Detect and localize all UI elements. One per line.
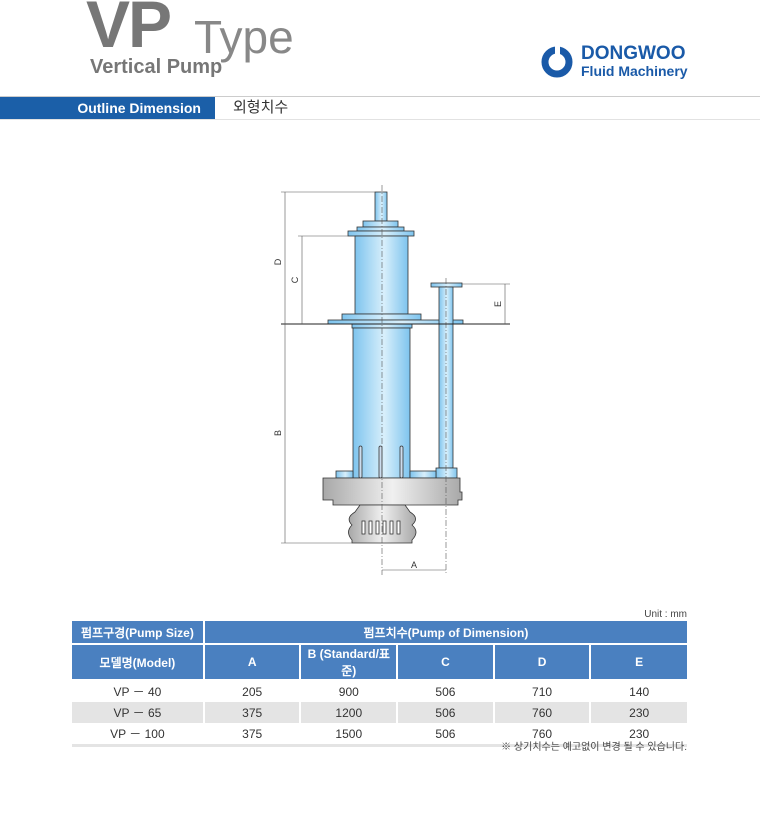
section-tab: Outline Dimension <box>0 97 215 119</box>
cell-d: 760 <box>492 723 591 747</box>
cell-e: 230 <box>589 702 687 723</box>
pump-outline-drawing: D C E B A <box>273 185 510 575</box>
title-type: Type <box>194 11 294 63</box>
discharge-flange <box>430 282 463 288</box>
section-korean-label: 외형치수 <box>233 99 289 116</box>
cell-b: 1200 <box>299 702 398 723</box>
table-row: VP － 65 375 1200 506 760 230 <box>72 702 687 723</box>
cell-e: 140 <box>589 680 687 702</box>
header-e: E <box>589 644 687 681</box>
header-a: A <box>202 644 301 681</box>
header-c: C <box>396 644 494 681</box>
cell-b: 1500 <box>299 723 398 747</box>
pump-casing <box>322 477 463 506</box>
cell-a: 205 <box>202 680 301 702</box>
title-vp: VP <box>86 0 172 61</box>
company-logo: DONGWOO Fluid Machinery <box>541 44 688 79</box>
dim-label-d: D <box>273 258 283 265</box>
logo-name: DONGWOO <box>581 43 686 64</box>
header-pump-size: 펌프구경(Pump Size) <box>72 621 204 645</box>
header-b: B (Standard/표준) <box>299 644 398 681</box>
upper-column <box>354 235 409 315</box>
unit-label: Unit : mm <box>644 609 687 620</box>
cell-c: 506 <box>396 723 494 747</box>
cell-a: 375 <box>202 702 301 723</box>
motor-flange <box>347 230 415 237</box>
header-model: 모델명(Model) <box>72 644 204 681</box>
table-row: VP － 40 205 900 506 710 140 <box>72 680 687 702</box>
table-row: VP － 100 375 1500 506 760 230 <box>72 723 687 747</box>
cell-d: 710 <box>492 680 591 702</box>
section-bar: Outline Dimension 외형치수 <box>0 96 760 120</box>
cell-model: VP － 40 <box>113 685 162 699</box>
subtitle: Vertical Pump <box>90 56 223 78</box>
logo-mark-icon <box>541 45 573 77</box>
dim-label-b: B <box>273 430 283 436</box>
cell-a: 375 <box>202 723 301 747</box>
coupling <box>362 220 399 228</box>
cell-model: VP － 100 <box>72 723 204 747</box>
dim-label-e: E <box>493 301 503 307</box>
cell-b: 900 <box>299 680 398 702</box>
logo-tagline: Fluid Machinery <box>581 63 688 79</box>
cell-c: 506 <box>396 702 494 723</box>
shaft <box>374 191 388 222</box>
footnote: ※ 상기치수는 예고없이 변경 될 수 있습니다. <box>501 742 687 753</box>
cell-d: 760 <box>492 702 591 723</box>
cell-c: 506 <box>396 680 494 702</box>
header-d: D <box>492 644 591 681</box>
dimension-table: 펌프구경(Pump Size) 펌프치수(Pump of Dimension) … <box>72 621 687 747</box>
header-pump-dimension: 펌프치수(Pump of Dimension) <box>202 621 687 645</box>
dim-label-a: A <box>411 560 417 570</box>
cell-e: 230 <box>589 723 687 747</box>
dim-label-c: C <box>290 276 300 283</box>
cell-model: VP － 65 <box>72 702 204 723</box>
